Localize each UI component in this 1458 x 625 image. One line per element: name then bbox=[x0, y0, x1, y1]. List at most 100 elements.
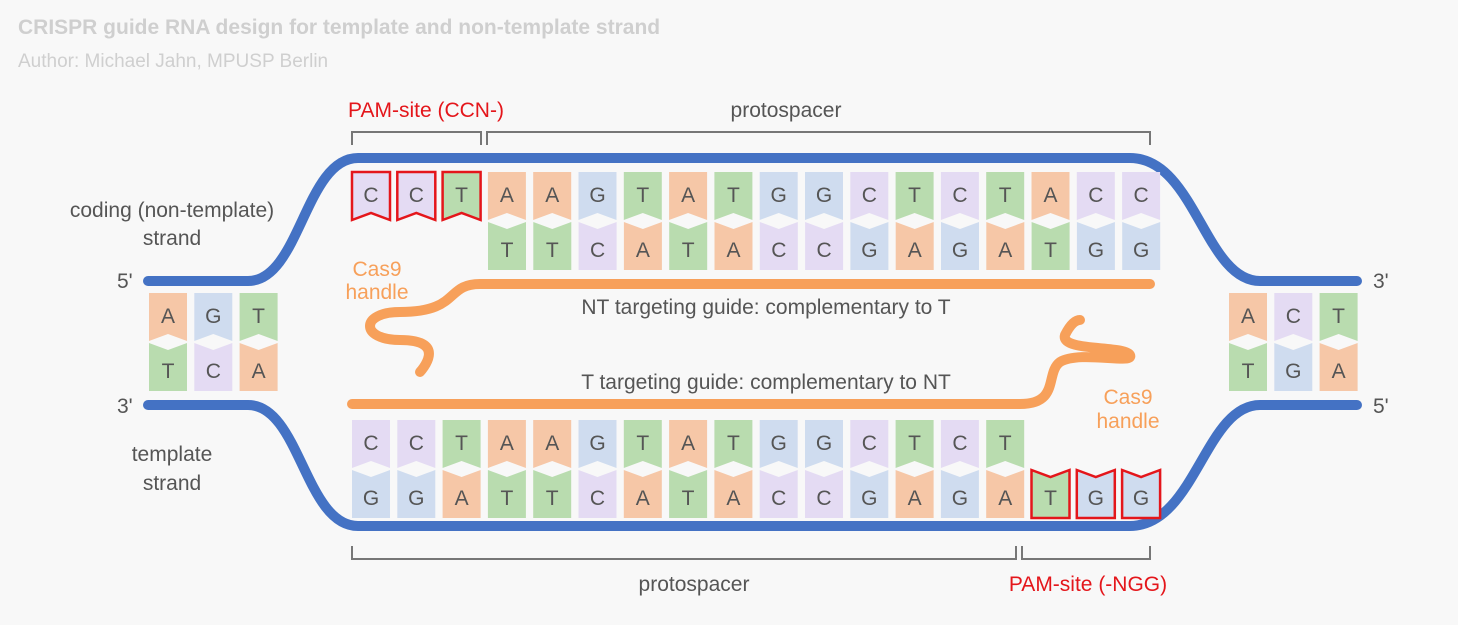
lower-top-base-4 bbox=[533, 420, 572, 468]
upper-top-base-letter-4: A bbox=[545, 184, 559, 207]
lower-top-base-0 bbox=[352, 420, 390, 468]
lower-top-base-letter-3: A bbox=[500, 432, 514, 455]
upper-bottom-base-letter-14: G bbox=[1133, 239, 1149, 262]
lower-bottom-base-letter-4: T bbox=[546, 487, 559, 510]
upper-bottom-base-letter-0: T bbox=[501, 239, 514, 262]
upper-bottom-base-letter-1: T bbox=[546, 239, 559, 262]
upper-bottom-base-9 bbox=[895, 222, 934, 270]
lower-top-base-9 bbox=[759, 420, 798, 468]
left-bottom-base-0 bbox=[149, 343, 187, 391]
coding-strand-label-line1: coding (non-template) bbox=[70, 199, 274, 222]
t-guide-label: T targeting guide: complementary to NT bbox=[581, 371, 951, 394]
upper-bottom-base-letter-10: G bbox=[952, 239, 968, 262]
lower-top-base-letter-8: T bbox=[727, 432, 740, 455]
upper-bottom-base-letter-6: C bbox=[771, 239, 786, 262]
three-prime-left-label: 3' bbox=[117, 395, 133, 418]
lower-top-base-letter-9: G bbox=[771, 432, 787, 455]
five-prime-right-label: 5' bbox=[1373, 395, 1389, 418]
upper-top-base-0 bbox=[350, 170, 392, 222]
upper-top-base-9 bbox=[759, 172, 798, 220]
upper-top-base-2 bbox=[441, 170, 482, 222]
upper-bottom-base-letter-13: G bbox=[1088, 239, 1104, 262]
upper-bottom-base-letter-9: A bbox=[908, 239, 922, 262]
template-strand-backbone bbox=[143, 400, 1362, 531]
lower-top-base-11 bbox=[850, 420, 889, 468]
right-bottom-base-1 bbox=[1274, 343, 1313, 391]
upper-top-base-11 bbox=[850, 172, 889, 220]
pam-bottom-bracket bbox=[1021, 546, 1151, 560]
lower-top-base-letter-11: C bbox=[862, 432, 877, 455]
lower-top-base-12 bbox=[895, 420, 934, 468]
upper-bottom-base-12 bbox=[1031, 222, 1070, 270]
lower-top-base-14 bbox=[986, 420, 1025, 468]
cas9-handle-right-line1: Cas9 bbox=[1103, 386, 1152, 409]
left-bottom-base-letter-2: A bbox=[252, 360, 266, 383]
author-line: Author: Michael Jahn, MPUSP Berlin bbox=[18, 51, 328, 72]
upper-top-base-letter-16: C bbox=[1088, 184, 1103, 207]
upper-bottom-base-letter-5: A bbox=[726, 239, 740, 262]
five-prime-left-label: 5' bbox=[117, 270, 133, 293]
lower-bottom-base-12 bbox=[895, 470, 934, 518]
left-top-base-letter-0: A bbox=[161, 305, 175, 328]
upper-top-base-letter-10: G bbox=[816, 184, 832, 207]
right-top-base-letter-2: T bbox=[1332, 305, 1345, 328]
lower-top-base-13 bbox=[940, 420, 979, 468]
upper-top-base-letter-12: T bbox=[908, 184, 921, 207]
diagram-title: CRISPR guide RNA design for template and… bbox=[18, 16, 660, 39]
lower-bottom-base-letter-3: T bbox=[500, 487, 513, 510]
lower-top-base-2 bbox=[442, 420, 481, 468]
upper-bottom-base-letter-7: C bbox=[817, 239, 832, 262]
upper-top-base-14 bbox=[986, 172, 1025, 220]
upper-top-base-3 bbox=[487, 172, 526, 220]
cas9-handle-left-line1: Cas9 bbox=[352, 258, 401, 281]
upper-bottom-base-4 bbox=[669, 222, 708, 270]
upper-bottom-base-5 bbox=[714, 222, 753, 270]
upper-bottom-base-letter-11: A bbox=[998, 239, 1012, 262]
lower-bottom-base-letter-11: G bbox=[861, 487, 877, 510]
lower-bottom-base-16 bbox=[1075, 468, 1117, 520]
upper-bottom-base-14 bbox=[1122, 222, 1161, 270]
upper-bottom-base-2 bbox=[578, 222, 617, 270]
upper-bottom-base-11 bbox=[986, 222, 1025, 270]
left-top-base-letter-2: T bbox=[252, 305, 265, 328]
lower-top-base-1 bbox=[397, 420, 436, 468]
upper-top-base-4 bbox=[533, 172, 572, 220]
lower-bottom-base-letter-7: T bbox=[682, 487, 695, 510]
upper-top-base-letter-7: A bbox=[681, 184, 695, 207]
upper-top-base-12 bbox=[895, 172, 934, 220]
cas9-handle-right-line2: handle bbox=[1096, 410, 1159, 433]
upper-bottom-base-8 bbox=[850, 222, 889, 270]
lower-top-base-6 bbox=[623, 420, 662, 468]
lower-top-base-letter-1: C bbox=[409, 432, 424, 455]
upper-bottom-base-3 bbox=[623, 222, 662, 270]
lower-bottom-base-letter-16: G bbox=[1088, 487, 1104, 510]
lower-bottom-base-1 bbox=[397, 470, 436, 518]
coding-strand-backbone bbox=[143, 153, 1362, 286]
upper-top-base-5 bbox=[578, 172, 617, 220]
left-top-base-1 bbox=[194, 293, 233, 341]
pam-site-top-label: PAM-site (CCN-) bbox=[348, 99, 504, 122]
protospacer-bottom-bracket bbox=[351, 546, 1017, 560]
lower-bottom-base-6 bbox=[623, 470, 662, 518]
left-bottom-base-2 bbox=[239, 343, 278, 391]
upper-bottom-base-0 bbox=[488, 222, 526, 270]
protospacer-top-label: protospacer bbox=[731, 99, 842, 122]
lower-top-base-letter-6: T bbox=[636, 432, 649, 455]
left-top-base-letter-1: G bbox=[205, 305, 221, 328]
lower-bottom-base-letter-15: T bbox=[1044, 487, 1057, 510]
lower-top-base-8 bbox=[714, 420, 753, 468]
lower-top-base-5 bbox=[578, 420, 617, 468]
upper-bottom-base-10 bbox=[941, 222, 979, 270]
upper-top-base-letter-13: C bbox=[952, 184, 967, 207]
upper-top-base-letter-6: T bbox=[636, 184, 649, 207]
coding-strand-label-line2: strand bbox=[143, 227, 201, 250]
right-top-base-letter-0: A bbox=[1241, 305, 1255, 328]
right-bottom-base-letter-0: T bbox=[1242, 360, 1255, 383]
right-bottom-base-2 bbox=[1319, 343, 1358, 391]
upper-bottom-base-letter-12: T bbox=[1044, 239, 1057, 262]
brackets bbox=[351, 131, 1151, 560]
right-bottom-base-0 bbox=[1229, 343, 1267, 391]
upper-top-base-letter-3: A bbox=[500, 184, 514, 207]
upper-bottom-base-letter-2: C bbox=[590, 239, 605, 262]
